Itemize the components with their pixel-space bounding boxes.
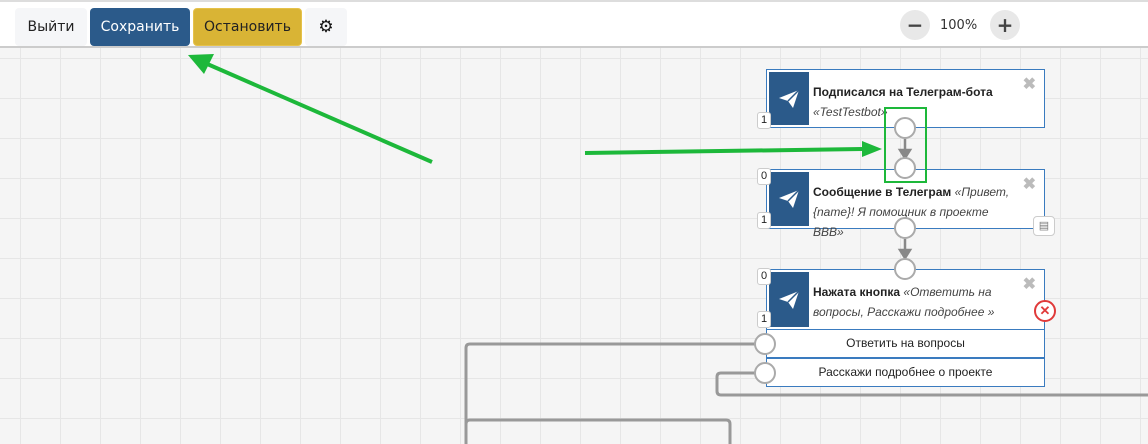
node-detail: «Ответить на вопросы, Расскажи подробнее… (813, 285, 995, 319)
close-icon[interactable]: ✖ (1022, 76, 1036, 93)
gear-icon: ⚙ (318, 17, 334, 37)
stop-button[interactable]: Остановить (193, 8, 302, 46)
save-button[interactable]: Сохранить (90, 8, 190, 46)
zoom-in-button[interactable]: + (990, 10, 1020, 40)
node-title: Подписался на Телеграм-бота (813, 85, 993, 99)
toolbar: Выйти Сохранить Остановить ⚙ − 100% + (0, 0, 1148, 48)
zoom-level: 100% (940, 18, 978, 33)
node-detail: «Привет, {name}! Я помощник в проекте BB… (813, 185, 1010, 239)
error-icon[interactable]: ✕ (1034, 300, 1056, 322)
comment-icon[interactable]: ▤ (1033, 216, 1055, 236)
trigger-node-button-pressed[interactable]: Нажата кнопка «Ответить на вопросы, Расс… (766, 269, 1045, 330)
badge-out-count: 1 (757, 212, 771, 229)
minus-icon: − (906, 13, 924, 37)
node-detail: «TestTestbot» (813, 105, 888, 119)
button-option[interactable]: Ответить на вопросы (766, 329, 1045, 358)
input-port[interactable] (894, 157, 916, 179)
close-icon[interactable]: ✖ (1022, 276, 1036, 293)
telegram-icon (769, 172, 809, 226)
telegram-icon (769, 272, 809, 327)
output-port[interactable] (754, 333, 776, 355)
badge-out-count: 1 (757, 311, 771, 328)
settings-button[interactable]: ⚙ (305, 8, 347, 46)
badge-out-count: 1 (757, 112, 771, 129)
output-port[interactable] (894, 117, 916, 139)
button-option[interactable]: Расскажи подробнее о проекте (766, 358, 1045, 387)
output-port[interactable] (754, 362, 776, 384)
badge-in-count: 0 (757, 268, 771, 285)
input-port[interactable] (894, 258, 916, 280)
badge-in-count: 0 (757, 168, 771, 185)
node-title: Нажата кнопка (813, 285, 901, 299)
exit-button[interactable]: Выйти (15, 8, 87, 46)
telegram-icon (769, 72, 809, 125)
plus-icon: + (996, 13, 1014, 37)
node-title: Сообщение в Телеграм (813, 185, 952, 199)
close-icon[interactable]: ✖ (1022, 176, 1036, 193)
zoom-out-button[interactable]: − (900, 10, 930, 40)
output-port[interactable] (894, 217, 916, 239)
